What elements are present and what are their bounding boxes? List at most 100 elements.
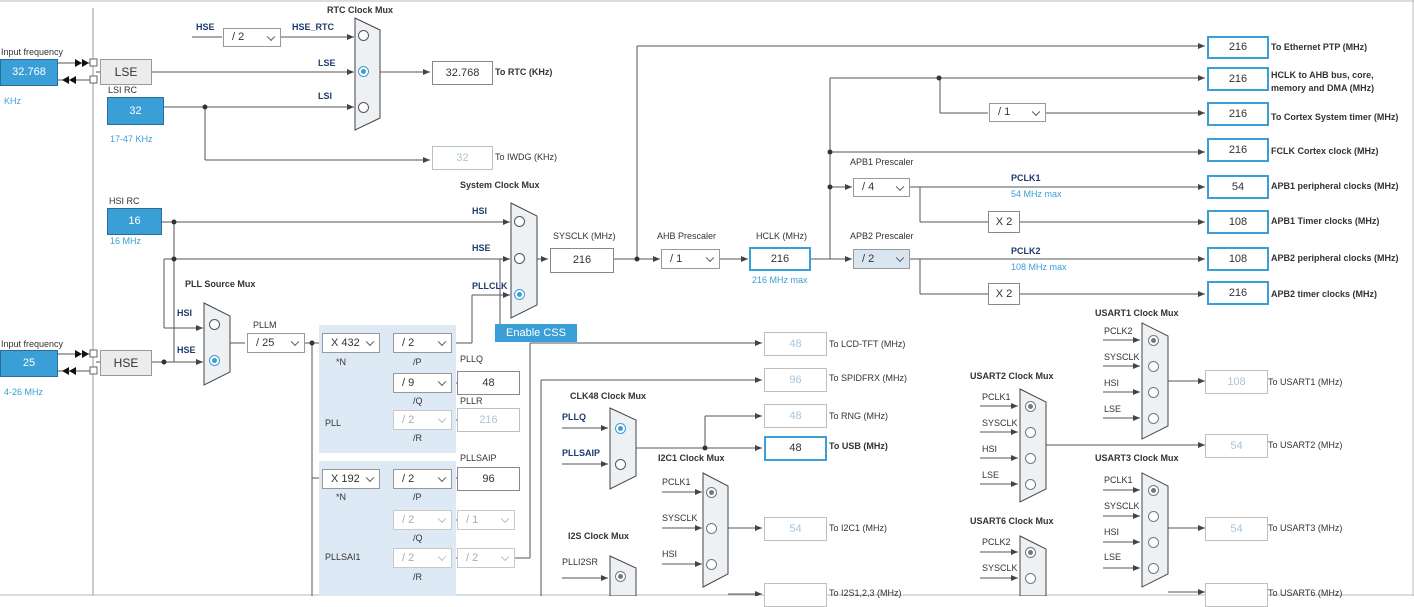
i2c1-pclk-label: PCLK1 xyxy=(662,477,691,487)
apb1-timer-value[interactable]: 108 xyxy=(1207,210,1269,234)
lse-input-frequency[interactable]: 32.768 xyxy=(0,59,58,86)
i2s-value xyxy=(764,583,827,607)
hse-input-frequency[interactable]: 25 xyxy=(0,350,58,377)
apb1-peripheral-label: APB1 peripheral clocks (MHz) xyxy=(1271,181,1399,191)
usart2-hsi-radio[interactable] xyxy=(1025,453,1036,464)
pllsai-q2-value: / 1 xyxy=(466,514,479,526)
pll-n-select[interactable]: X 432 xyxy=(322,333,380,353)
pllsai-r-select[interactable]: / 2 xyxy=(393,548,452,568)
pllsai-r2-select[interactable]: / 2 xyxy=(457,548,515,568)
usart2-value: 54 xyxy=(1205,434,1268,458)
usart6-pclk-radio[interactable] xyxy=(1025,547,1036,558)
hclk-value[interactable]: 216 xyxy=(749,247,811,271)
apb2-peripheral-value[interactable]: 108 xyxy=(1207,247,1269,271)
hclk-ahb-value[interactable]: 216 xyxy=(1207,67,1269,91)
hsi-title: HSI RC xyxy=(109,196,140,206)
usart1-lse-radio[interactable] xyxy=(1148,413,1159,424)
usart3-hsi-radio[interactable] xyxy=(1148,537,1159,548)
usart2-sysclk-label: SYSCLK xyxy=(982,418,1018,428)
usart6-label: To USART6 (MHz) xyxy=(1268,588,1343,598)
pll-source-mux-hse-radio[interactable] xyxy=(209,355,220,366)
hsi-note: 16 MHz xyxy=(110,236,142,246)
pllsai-q-select[interactable]: / 2 xyxy=(393,510,452,530)
usart1-pclk-radio[interactable] xyxy=(1148,335,1159,346)
apb1-timer-multiplier: X 2 xyxy=(988,211,1020,233)
lse-oscillator-button[interactable]: LSE xyxy=(100,59,152,85)
usart3-lse-radio[interactable] xyxy=(1148,563,1159,574)
pllsai-p-select[interactable]: / 2 xyxy=(393,469,452,489)
pll-r-select[interactable]: / 2 xyxy=(393,410,452,430)
system-mux-hse-radio[interactable] xyxy=(514,253,525,264)
usart2-lse-radio[interactable] xyxy=(1025,479,1036,490)
usart2-sysclk-radio[interactable] xyxy=(1025,427,1036,438)
usart2-pclk-radio[interactable] xyxy=(1025,401,1036,412)
rtc-mux-lsi-label: LSI xyxy=(318,91,333,101)
system-mux-pllclk-label: PLLCLK xyxy=(472,281,508,291)
usart2-pclk-label: PCLK1 xyxy=(982,392,1011,402)
usart1-sysclk-radio[interactable] xyxy=(1148,361,1159,372)
hse-rtc-divider-select[interactable]: / 2 xyxy=(223,28,281,47)
clk48-pllq-radio[interactable] xyxy=(615,423,626,434)
pclk2-label: PCLK2 xyxy=(1011,246,1041,256)
pclk1-label: PCLK1 xyxy=(1011,173,1041,183)
hse-oscillator-button[interactable]: HSE xyxy=(100,350,152,376)
pllsai-q2-select[interactable]: / 1 xyxy=(457,510,515,530)
ahb-prescaler-select[interactable]: / 1 xyxy=(661,249,720,269)
chevron-down-icon xyxy=(290,337,300,347)
rtc-mux-hse-radio[interactable] xyxy=(358,30,369,41)
cortex-timer-divider-select[interactable]: / 1 xyxy=(989,103,1046,122)
apb2-timer-value[interactable]: 216 xyxy=(1207,281,1269,305)
chevron-down-icon xyxy=(705,253,715,263)
apb1-peripheral-value[interactable]: 54 xyxy=(1207,175,1269,199)
chevron-down-icon xyxy=(437,414,447,424)
apb2-prescaler-select[interactable]: / 2 xyxy=(853,249,910,269)
chevron-down-icon xyxy=(437,514,447,524)
usart3-pclk-radio[interactable] xyxy=(1148,485,1159,496)
i2c1-pclk-radio[interactable] xyxy=(706,487,717,498)
fclk-cortex-value[interactable]: 216 xyxy=(1207,138,1269,162)
cortex-system-timer-value[interactable]: 216 xyxy=(1207,102,1269,126)
usb-value[interactable]: 48 xyxy=(764,436,827,461)
rtc-mux-hse-rtc-label: HSE_RTC xyxy=(292,22,335,32)
i2c1-label: To I2C1 (MHz) xyxy=(829,523,888,533)
ahb-prescaler-label: AHB Prescaler xyxy=(657,231,717,241)
usart3-pclk-label: PCLK1 xyxy=(1104,475,1133,485)
usart2-hsi-label: HSI xyxy=(982,444,998,454)
chevron-down-icon xyxy=(500,552,510,562)
ethernet-ptp-value[interactable]: 216 xyxy=(1207,36,1269,59)
rtc-mux-lse-radio[interactable] xyxy=(358,66,369,77)
pllsai-n-select[interactable]: X 192 xyxy=(322,469,380,489)
usart6-sysclk-radio[interactable] xyxy=(1025,573,1036,584)
usart6-value xyxy=(1205,583,1268,607)
i2s-source-radio[interactable] xyxy=(615,571,626,582)
pllm-select[interactable]: / 25 xyxy=(247,333,305,353)
chevron-down-icon xyxy=(266,32,276,41)
rtc-mux-lsi-radio[interactable] xyxy=(358,102,369,113)
pclk1-max: 54 MHz max xyxy=(1011,189,1062,199)
pll-q-select[interactable]: / 9 xyxy=(393,373,452,393)
fclk-cortex-label: FCLK Cortex clock (MHz) xyxy=(1271,146,1379,156)
hsi-rc-value: 16 xyxy=(107,208,162,235)
i2c1-hsi-radio[interactable] xyxy=(706,559,717,570)
lcd-tft-value: 48 xyxy=(764,332,827,356)
usart3-value: 54 xyxy=(1205,517,1268,541)
system-mux-pllclk-radio[interactable] xyxy=(514,289,525,300)
rtc-output-value: 32.768 xyxy=(432,61,493,85)
pll-source-mux-hsi-radio[interactable] xyxy=(209,319,220,330)
pll-p-select[interactable]: / 2 xyxy=(393,333,452,353)
apb1-prescaler-select[interactable]: / 4 xyxy=(853,178,910,197)
usart1-pclk-label: PCLK2 xyxy=(1104,326,1133,336)
pllsai-n-label: *N xyxy=(336,492,347,502)
enable-css-button[interactable]: Enable CSS xyxy=(495,324,577,342)
i2c1-mux-title: I2C1 Clock Mux xyxy=(658,453,725,463)
clk48-mux-title: CLK48 Clock Mux xyxy=(570,391,647,401)
sysclk-value[interactable]: 216 xyxy=(550,248,614,273)
pll-n-value: X 432 xyxy=(331,337,360,349)
system-mux-hsi-radio[interactable] xyxy=(514,216,525,227)
usart1-hsi-radio[interactable] xyxy=(1148,387,1159,398)
usart3-sysclk-radio[interactable] xyxy=(1148,511,1159,522)
clk48-pllsaip-radio[interactable] xyxy=(615,459,626,470)
i2c1-sysclk-radio[interactable] xyxy=(706,523,717,534)
pll-p-label: /P xyxy=(413,357,422,367)
